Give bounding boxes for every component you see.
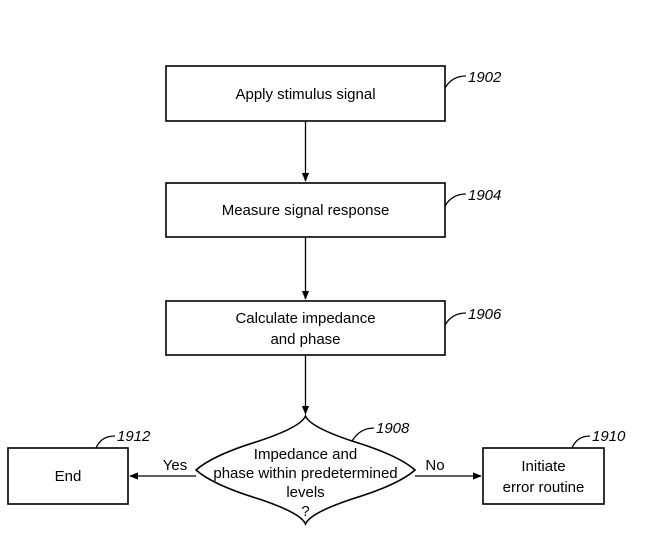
branch-yes-label: Yes	[163, 457, 187, 474]
decision-line2: phase within predetermined	[213, 465, 397, 482]
ref-1904-group: 1904	[445, 187, 501, 206]
ref-1908: 1908	[376, 420, 410, 437]
branch-no-label: No	[425, 457, 444, 474]
ref-1912: 1912	[117, 428, 151, 445]
ref-1902-leader	[445, 76, 466, 88]
ref-1910-leader	[572, 436, 590, 448]
step-error-line2: error routine	[503, 479, 585, 496]
step-measure-label: Measure signal response	[222, 202, 390, 219]
ref-1908-group: 1908	[352, 420, 410, 441]
decision-line3: levels	[286, 484, 324, 501]
ref-1902: 1902	[468, 69, 502, 86]
ref-1906: 1906	[468, 306, 502, 323]
ref-1912-group: 1912	[96, 428, 151, 448]
ref-1908-leader	[352, 428, 374, 441]
step-apply-label: Apply stimulus signal	[235, 86, 375, 103]
step-apply-stimulus: Apply stimulus signal	[166, 66, 445, 121]
decision-line1: Impedance and	[254, 446, 357, 463]
step-measure-response: Measure signal response	[166, 183, 445, 237]
step-calculate-impedance: Calculate impedance and phase	[166, 301, 445, 355]
ref-1904-leader	[445, 194, 466, 206]
ref-1904: 1904	[468, 187, 501, 204]
ref-1906-leader	[445, 313, 466, 325]
step-end-label: End	[55, 468, 82, 485]
step-error-line1: Initiate	[521, 458, 565, 475]
ref-1906-group: 1906	[445, 306, 502, 325]
step-calculate-line2: and phase	[270, 331, 340, 348]
ref-1912-leader	[96, 436, 115, 448]
ref-1910: 1910	[592, 428, 626, 445]
ref-1910-group: 1910	[572, 428, 626, 448]
decision-line4: ?	[301, 503, 309, 520]
step-calculate-line1: Calculate impedance	[235, 310, 375, 327]
step-end: End	[8, 448, 128, 504]
step-error-routine: Initiate error routine	[483, 448, 604, 504]
ref-1902-group: 1902	[445, 69, 502, 88]
